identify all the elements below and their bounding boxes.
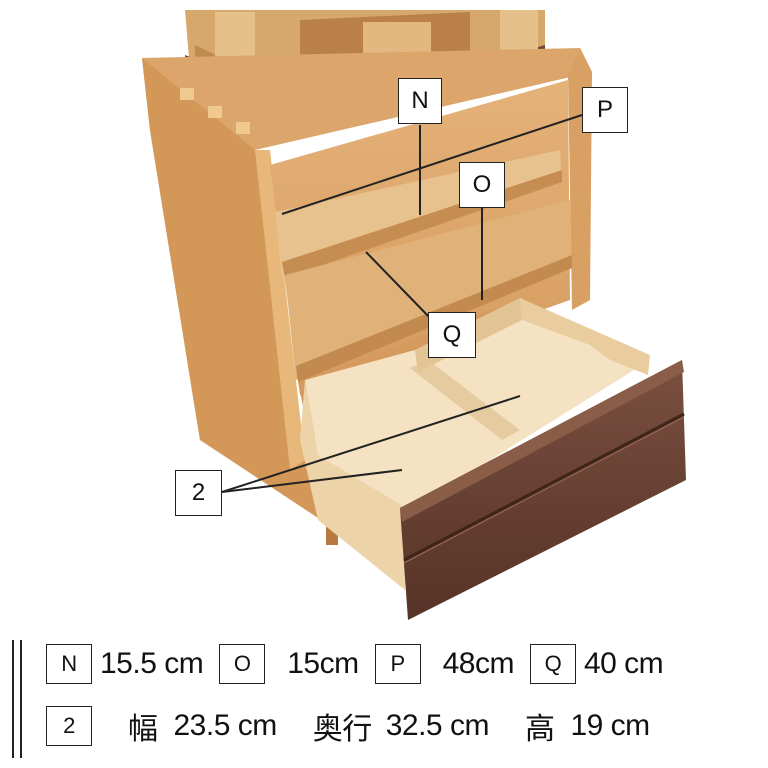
callout-q-label: Q bbox=[428, 312, 476, 358]
spec-value-q: 40 cm bbox=[583, 647, 664, 680]
spec-row-1: N 15.5 cm O 15cm P 48cm Q 40 cm bbox=[0, 636, 768, 692]
spec-height-value: 19 cm bbox=[570, 709, 650, 742]
spec-divider-right bbox=[20, 640, 22, 758]
callout-n-label: N bbox=[398, 78, 442, 124]
callout-o-label: O bbox=[459, 162, 505, 208]
spec-key-n: N bbox=[46, 644, 92, 684]
spec-key-q: Q bbox=[529, 644, 576, 684]
callout-p-label: P bbox=[582, 87, 628, 133]
spec-key-drawer: 2 bbox=[46, 706, 92, 746]
spec-key-p: P bbox=[374, 644, 421, 684]
callout-leaders bbox=[221, 114, 583, 493]
spec-row-2: 2 幅 23.5 cm 奥行 32.5 cm 高 19 cm bbox=[0, 698, 768, 754]
spec-value-p: 48cm bbox=[442, 647, 515, 680]
callout-drawer-label: 2 bbox=[175, 470, 222, 516]
spec-value-n: 15.5 cm bbox=[100, 647, 204, 680]
spec-width-value: 23.5 cm bbox=[173, 709, 278, 742]
drawer bbox=[300, 298, 686, 620]
spec-height-label: 高 bbox=[524, 713, 555, 746]
spec-width-label: 幅 bbox=[128, 713, 158, 746]
spec-value-o: 15cm bbox=[287, 647, 359, 680]
spec-depth-value: 32.5 cm bbox=[385, 709, 490, 742]
spec-divider-left bbox=[12, 640, 14, 758]
spec-key-o: O bbox=[219, 644, 266, 684]
spec-depth-label: 奥行 bbox=[312, 713, 373, 746]
